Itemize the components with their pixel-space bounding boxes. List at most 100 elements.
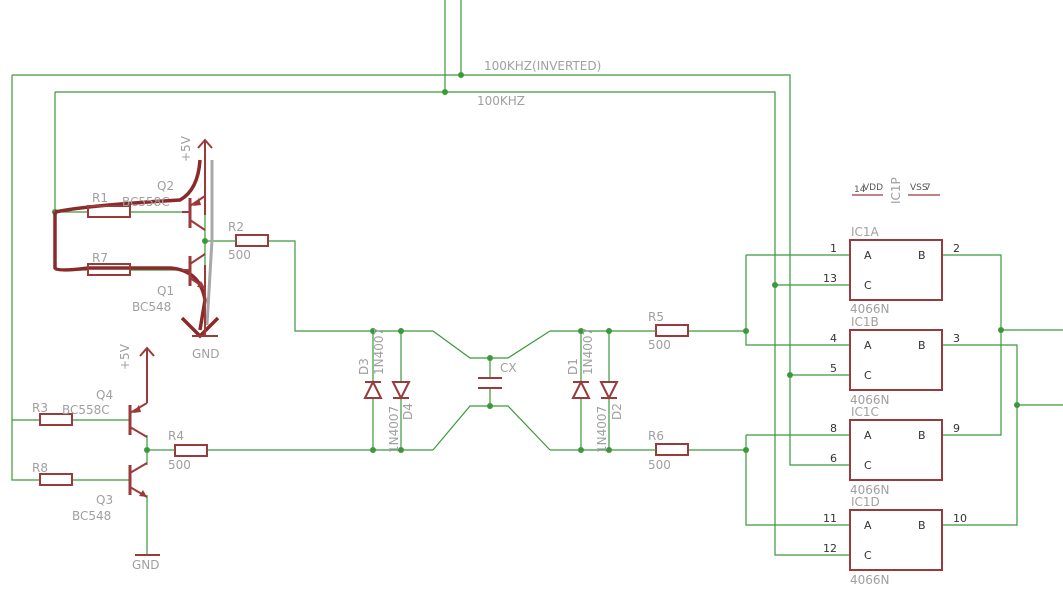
wires	[11, 0, 1063, 556]
ic1a-pin-b: 2	[953, 242, 960, 255]
transistor-q4-type: BC558C	[62, 403, 110, 417]
transistor-q3	[128, 462, 148, 498]
ic1b-name: IC1B	[851, 315, 879, 329]
ic1b-label-a: A	[864, 339, 872, 352]
ic1c-pin-c: 6	[830, 452, 837, 465]
capacitor-cx	[478, 377, 502, 389]
resistor-r7	[87, 263, 131, 276]
ic1c-label-a: A	[864, 429, 872, 442]
transistor-q2	[182, 195, 206, 231]
diode-d4-type: 1N4007	[387, 406, 401, 453]
diode-d4-name: D4	[401, 403, 415, 420]
ic1d-label-c: C	[864, 549, 872, 562]
vcc-label-bottom: +5V	[118, 343, 132, 370]
ic1c-part: 4066N	[850, 483, 890, 497]
resistor-r1	[87, 205, 131, 218]
ic-power-vdd-pin: 14	[854, 185, 866, 195]
capacitor-cx-label: CX	[500, 361, 517, 375]
resistor-r2-value: 500	[228, 248, 251, 262]
resistor-r3-label: R3	[32, 401, 48, 415]
ic1d-pin-c: 12	[823, 542, 837, 555]
diode-d2-name: D2	[610, 403, 624, 420]
ic1d-pin-a: 11	[823, 512, 837, 525]
ic1a-label-a: A	[864, 249, 872, 262]
diode-d3-type: 1N4007	[372, 328, 386, 375]
ic1c-name: IC1C	[851, 405, 879, 419]
supply-vcc-bottom	[139, 346, 155, 403]
net-label-inverted: 100KHZ(INVERTED)	[484, 59, 601, 73]
transistor-q3-name: Q3	[96, 493, 113, 507]
resistor-r5-label: R5	[648, 310, 664, 324]
gnd-label-top: GND	[192, 347, 220, 361]
ic1a-switch	[849, 239, 943, 301]
ic1a-name: IC1A	[851, 225, 880, 239]
diode-d1-name: D1	[566, 358, 580, 375]
ic1d-switch	[849, 509, 943, 571]
ic1a-label-b: B	[918, 249, 926, 262]
transistor-q1	[182, 253, 206, 289]
diode-d1	[571, 379, 591, 399]
diode-d3-name: D3	[357, 358, 371, 375]
resistor-r8-label: R8	[32, 461, 48, 475]
ic-power-vdd: VDD	[863, 183, 883, 193]
resistor-r6-value: 500	[648, 458, 671, 472]
ic1b-part: 4066N	[850, 393, 890, 407]
resistor-r2	[215, 234, 269, 247]
ic1a-pin-c: 13	[823, 272, 837, 285]
diode-d4	[391, 381, 411, 401]
resistor-r5-value: 500	[648, 338, 671, 352]
ic1b-label-c: C	[864, 369, 872, 382]
ic-power-vss-pin: 7	[925, 183, 931, 193]
ic1b-pin-c: 5	[830, 362, 837, 375]
transistor-q3-type: BC548	[72, 509, 111, 523]
ic1c-label-c: C	[864, 459, 872, 472]
ic1b-label-b: B	[918, 339, 926, 352]
resistor-r4	[160, 444, 208, 457]
resistor-r4-label: R4	[168, 429, 184, 443]
diode-d2-type: 1N4007	[595, 406, 609, 453]
ic1d-pin-b: 10	[953, 512, 967, 525]
transistor-q4-name: Q4	[96, 388, 113, 402]
resistor-r5	[650, 324, 689, 337]
transistor-q2-type: BC558C	[122, 195, 170, 209]
ic1c-label-b: B	[918, 429, 926, 442]
ic-power-vss: VSS	[910, 183, 928, 193]
ic1d-label-b: B	[918, 519, 926, 532]
transistor-q2-name: Q2	[157, 179, 174, 193]
transistor-q1-type: BC548	[132, 300, 171, 314]
ic1c-pin-b: 9	[953, 422, 960, 435]
diode-d3	[363, 379, 383, 399]
resistor-r2-label: R2	[228, 220, 244, 234]
ic1c-pin-a: 8	[830, 422, 837, 435]
ic1d-name: IC1D	[851, 495, 880, 509]
transistor-q4	[128, 402, 148, 438]
vcc-label-top: +5V	[179, 135, 193, 162]
supply-gnd-top	[192, 265, 218, 337]
junctions	[52, 72, 1020, 453]
resistor-r7-label: R7	[92, 251, 108, 265]
resistor-r3	[39, 413, 73, 426]
diode-d1-type: 1N4007	[581, 328, 595, 375]
resistor-r8	[39, 473, 73, 486]
ic-power-block: 14 VDD VSS 7	[854, 183, 931, 195]
resistor-r6	[650, 443, 689, 456]
ic1a-pin-a: 1	[830, 242, 837, 255]
resistor-r1-label: R1	[92, 191, 108, 205]
ic1d-part: 4066N	[850, 573, 890, 587]
ic1a-part: 4066N	[850, 302, 890, 316]
ic1b-switch	[849, 329, 943, 391]
resistor-r6-label: R6	[648, 429, 664, 443]
supply-vcc-top	[197, 138, 213, 215]
ic1d-label-a: A	[864, 519, 872, 532]
ic-power-name: IC1P	[889, 177, 903, 204]
diode-d2	[599, 381, 619, 401]
ic1b-pin-b: 3	[953, 332, 960, 345]
ic1a-label-c: C	[864, 279, 872, 292]
transistor-q1-name: Q1	[157, 284, 174, 298]
ic1b-pin-a: 4	[830, 332, 837, 345]
gnd-label-bottom: GND	[132, 558, 160, 572]
net-label-clk: 100KHZ	[477, 94, 525, 108]
ic1c-switch	[849, 419, 943, 481]
resistor-r4-value: 500	[168, 458, 191, 472]
